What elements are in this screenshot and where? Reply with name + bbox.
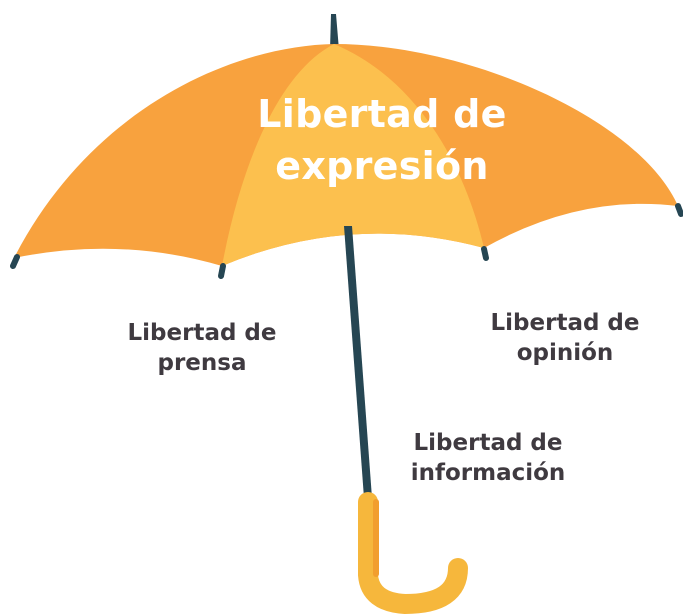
label-line2: prensa [157, 350, 247, 376]
label-libertad-opinion: Libertad de opinión [470, 308, 660, 368]
label-line1: Libertad de [490, 310, 640, 336]
label-line1: Libertad de [413, 430, 563, 456]
canopy-tip-left [10, 254, 20, 269]
umbrella-title-line1: Libertad de [257, 92, 507, 136]
label-libertad-prensa: Libertad de prensa [92, 318, 312, 378]
label-libertad-informacion: Libertad de información [368, 428, 608, 488]
canopy-tip-center-left [218, 263, 226, 279]
canopy-tip-center-right [481, 246, 489, 261]
label-line2: información [410, 460, 566, 486]
label-line2: opinión [516, 340, 614, 366]
canopy-tip-right [675, 203, 683, 217]
umbrella-handle [358, 492, 468, 615]
umbrella-tip [330, 14, 339, 50]
umbrella-title: Libertad de expresión [232, 88, 532, 192]
umbrella-center-panel [222, 44, 484, 266]
umbrella-title-line2: expresión [275, 144, 489, 188]
umbrella-shaft [344, 226, 372, 498]
label-line1: Libertad de [127, 320, 277, 346]
canopy-tips [10, 203, 683, 279]
